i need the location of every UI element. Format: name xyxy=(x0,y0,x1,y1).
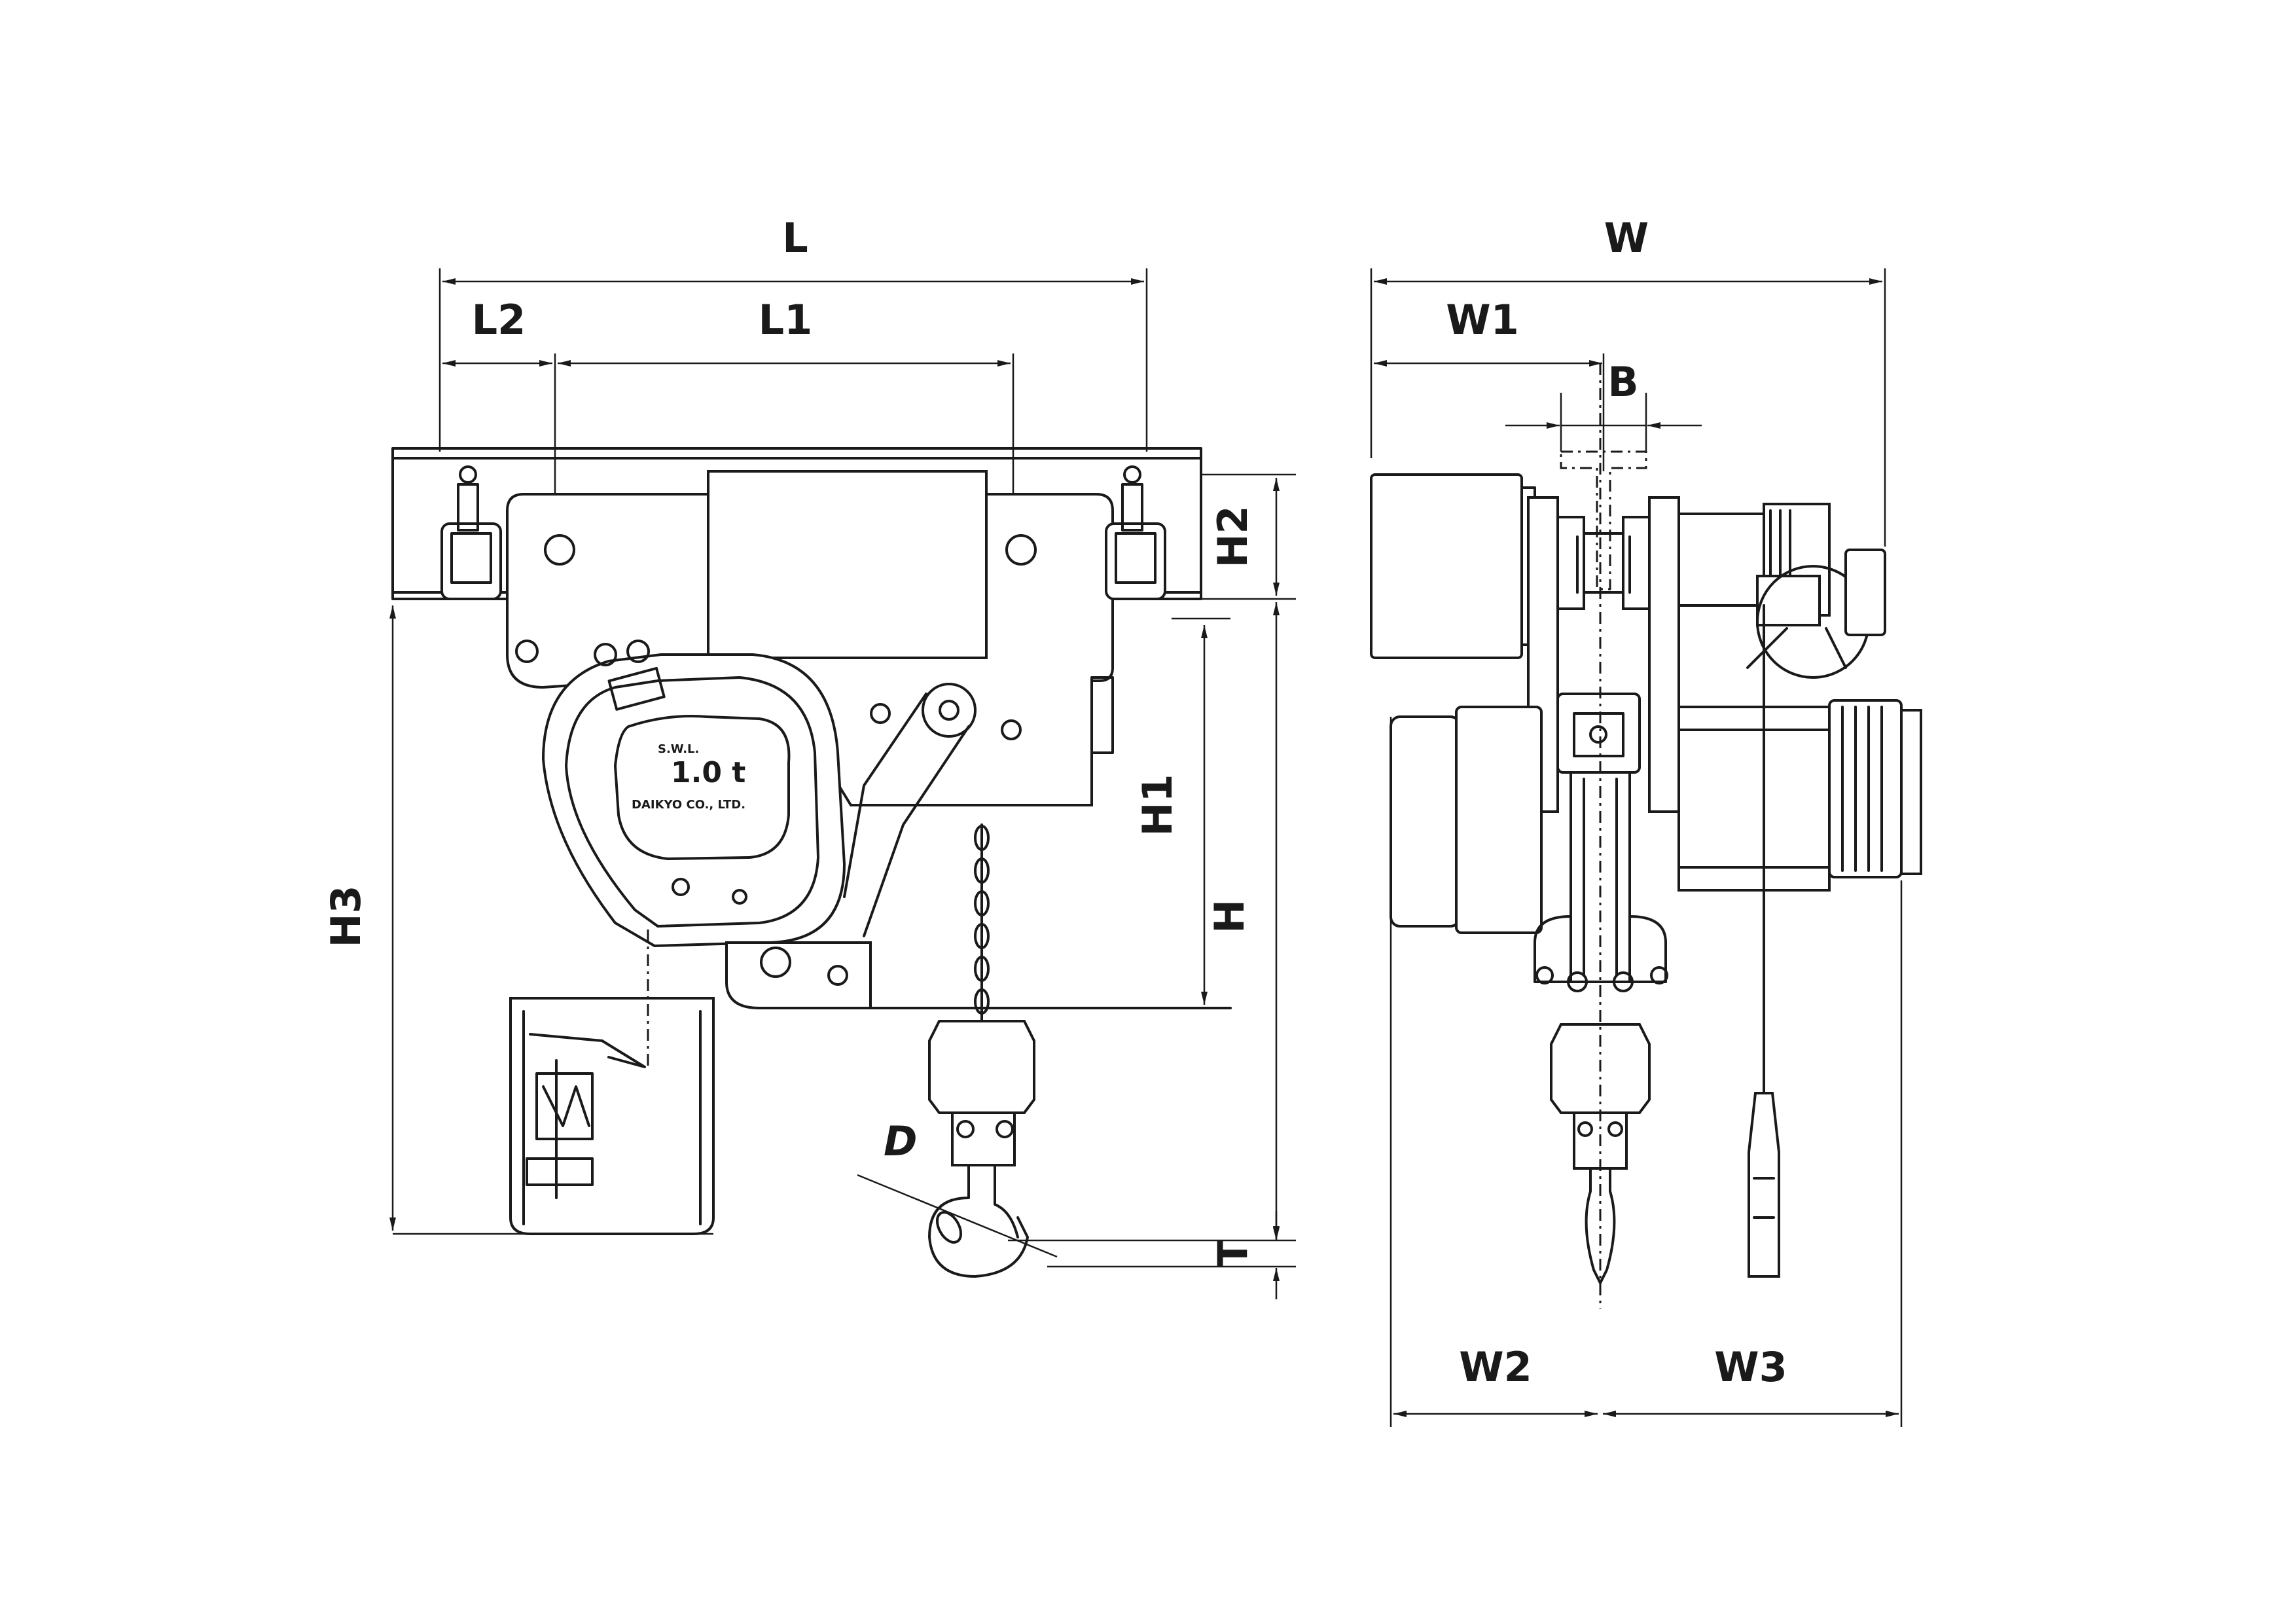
trolley-wheel-right xyxy=(1105,465,1166,600)
trolley-side-plate xyxy=(506,470,1114,806)
label-W3: W3 xyxy=(1714,1343,1787,1391)
dimension-H: H xyxy=(1206,602,1280,1240)
beam-section xyxy=(1560,450,1647,590)
label-L1: L1 xyxy=(759,296,813,344)
dimension-H3: H3 xyxy=(322,598,713,1235)
label-D: D xyxy=(884,1117,917,1165)
label-W: W xyxy=(1604,214,1649,262)
label-L2: L2 xyxy=(472,296,526,344)
trolley-frame xyxy=(1527,496,1680,813)
label-L: L xyxy=(782,214,808,262)
bottom-hook-block: D xyxy=(857,1020,1058,1278)
trolley-wheel-left xyxy=(440,465,502,600)
label-H3: H3 xyxy=(322,885,370,947)
side-view: W W1 B xyxy=(1370,214,1922,1427)
dimension-W2-W3: W2 W3 xyxy=(1390,717,1903,1427)
label-B: B xyxy=(1607,358,1638,406)
label-H1: H1 xyxy=(1134,774,1181,836)
label-H: H xyxy=(1206,899,1253,933)
chain-bucket xyxy=(509,929,715,1235)
travel-motor-block xyxy=(1370,473,1536,659)
nameplate-swl: S.W.L. xyxy=(658,742,699,756)
dimension-T: T xyxy=(1008,1211,1296,1299)
geared-drive xyxy=(1677,503,1886,679)
nameplate-maker: DAIKYO CO., LTD. xyxy=(632,798,745,812)
label-H2: H2 xyxy=(1209,505,1257,568)
dimension-H1: H1 xyxy=(1134,617,1230,1005)
pendant-control xyxy=(1748,604,1780,1278)
hoist-body: S.W.L. 1.0 t DAIKYO CO., LTD. xyxy=(515,640,1232,1009)
dimension-B: B xyxy=(1505,358,1702,452)
dimension-W1: W1 xyxy=(1374,296,1605,471)
chain-links xyxy=(974,825,990,1015)
load-chain xyxy=(974,823,990,1022)
dimension-W: W xyxy=(1370,214,1886,547)
label-W1: W1 xyxy=(1446,296,1519,344)
label-T: T xyxy=(1209,1240,1257,1267)
dimension-L1-L2: L2 L1 xyxy=(442,296,1014,547)
dimension-H2: H2 xyxy=(1201,473,1296,600)
front-view: L L2 L1 xyxy=(322,214,1296,1299)
label-W2: W2 xyxy=(1459,1343,1532,1391)
nameplate-capacity: 1.0 t xyxy=(671,756,745,789)
dimension-L: L xyxy=(439,214,1148,452)
